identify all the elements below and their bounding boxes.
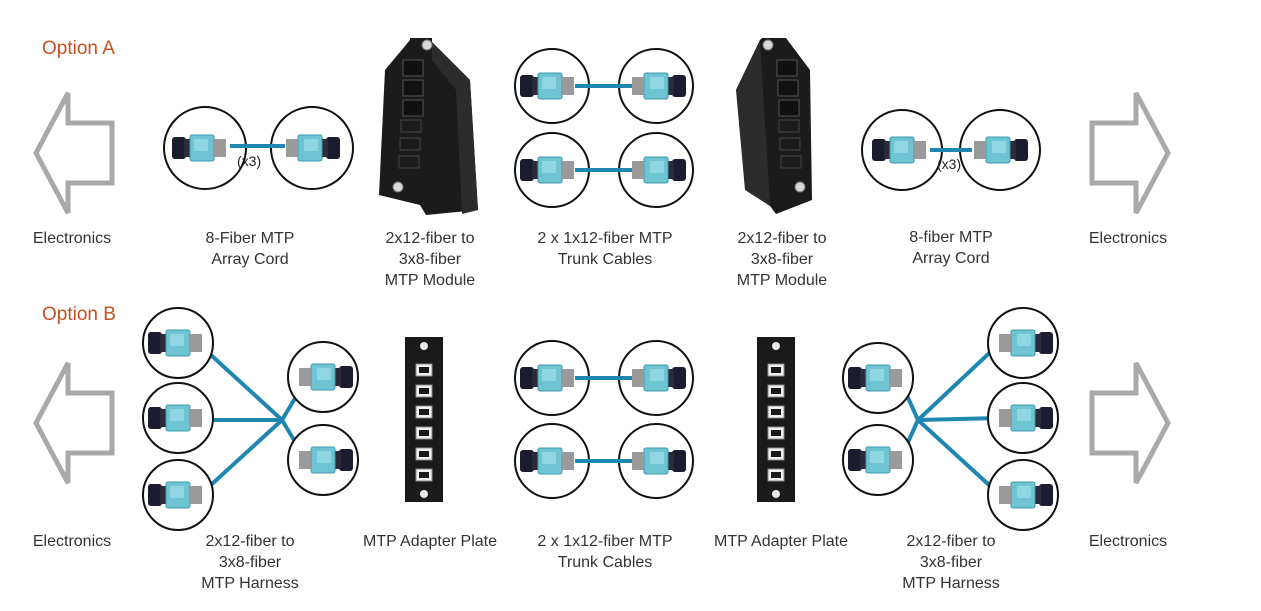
label-harness-left: 2x12-fiber to 3x8-fiber MTP Harness [201,533,299,592]
multiplier-label-right: (x3) [937,156,961,172]
multiplier-label-left: (x3) [237,153,261,169]
label-electronics-right-b: Electronics [1088,533,1168,550]
label-trunk-a: 2 x 1x12-fiber MTP Trunk Cables [537,230,673,268]
electronics-left-arrow-b-icon [36,363,112,483]
adapter-plate-left [405,337,443,502]
label-electronics-left-a: Electronics [32,230,112,247]
array-cord-right: (x3) [861,109,1041,191]
electronics-left-arrow-icon [36,93,112,213]
option-b-title: Option B [42,304,116,325]
mtp-module-right [736,38,812,214]
electronics-right-arrow-icon [1092,93,1168,213]
array-cord-left: (x3) [163,106,354,190]
mtp-module-left [379,38,478,215]
label-electronics-right-a: Electronics [1088,230,1168,247]
label-plate-right: MTP Adapter Plate [714,533,848,550]
label-array-cord-right: 8-fiber MTP Array Cord [909,229,993,267]
trunk-cables-a [514,48,694,208]
option-a-title: Option A [42,38,115,59]
mtp-harness-left [142,307,359,531]
label-trunk-b: 2 x 1x12-fiber MTP Trunk Cables [537,533,673,571]
label-plate-left: MTP Adapter Plate [363,533,497,550]
electronics-right-arrow-b-icon [1092,363,1168,483]
trunk-cables-b [514,340,694,499]
label-array-cord-left: 8-Fiber MTP Array Cord [205,230,295,268]
label-module-right: 2x12-fiber to 3x8-fiber MTP Module [736,230,828,289]
label-electronics-left-b: Electronics [32,533,112,550]
adapter-plate-right [757,337,795,502]
mtp-harness-right [842,307,1059,531]
label-module-left: 2x12-fiber to 3x8-fiber MTP Module [384,230,476,289]
label-harness-right: 2x12-fiber to 3x8-fiber MTP Harness [902,533,1000,592]
